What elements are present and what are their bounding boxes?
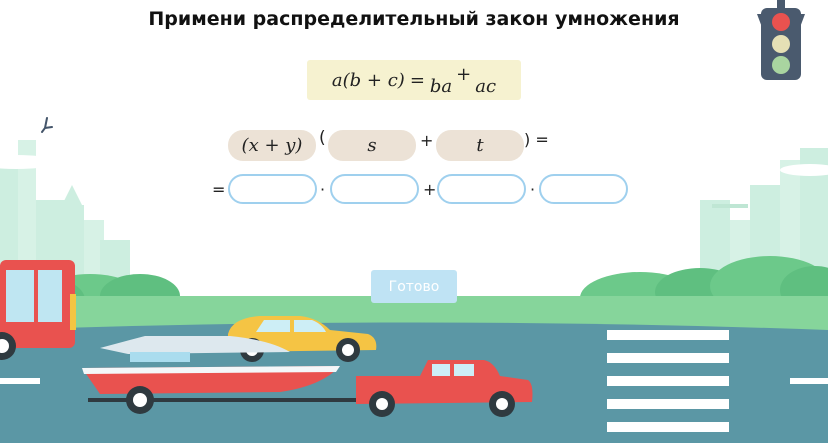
traffic-light-icon [757,0,805,80]
factor-chip-x-plus-y[interactable]: (x + y) [228,130,316,161]
red-bus [0,260,76,360]
answer-equals: = [212,180,226,199]
boat-trailer [82,336,368,414]
answer-plus: + [423,180,437,199]
rule-left: a(b + c) [331,69,405,91]
crosswalk [607,330,729,432]
multiply-dot-1: · [320,180,326,199]
plus-sign: + [420,131,434,150]
red-truck [356,360,533,417]
answer-blank-3[interactable] [437,174,526,204]
answer-blank-2[interactable] [330,174,419,204]
rule-term1: ba [429,75,453,97]
done-button[interactable]: Готово [371,270,457,303]
open-paren: ( [319,128,326,148]
answer-blank-1[interactable] [228,174,317,204]
term-chip-s[interactable]: s [328,130,416,161]
multiply-dot-2: · [530,180,536,199]
grass [0,296,828,330]
term-chip-t[interactable]: t [436,130,524,161]
task-title: Примени распределительный закон умножени… [148,8,680,30]
rule-term2: ac [475,75,497,97]
rule-plus: + [456,63,472,85]
rule-equals: = [409,69,425,91]
bird-icon [41,117,53,133]
clouds [0,155,828,176]
answer-blank-4[interactable] [539,174,628,204]
close-paren-equals: ) = [524,130,549,149]
distributive-rule: a(b + c) = ba + ac [307,60,521,100]
